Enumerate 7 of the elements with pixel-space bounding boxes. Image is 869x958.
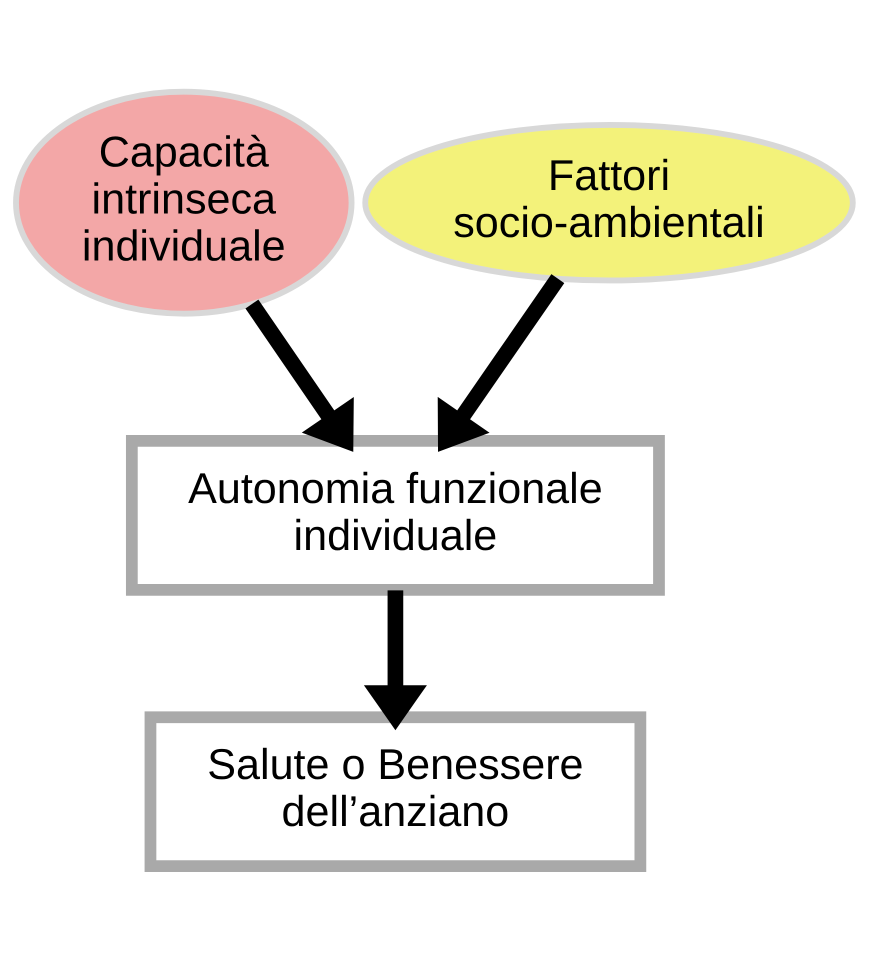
node-ellipse: Capacità intrinseca individuale bbox=[13, 88, 354, 317]
node-box: Salute o Benessere dell’anziano bbox=[144, 711, 646, 872]
node-ellipse: Fattori socio-ambientali bbox=[362, 122, 856, 284]
arrow bbox=[438, 274, 564, 452]
arrow bbox=[364, 590, 427, 730]
node-box: Autonomia funzionale individuale bbox=[126, 435, 665, 596]
arrow bbox=[245, 300, 354, 452]
